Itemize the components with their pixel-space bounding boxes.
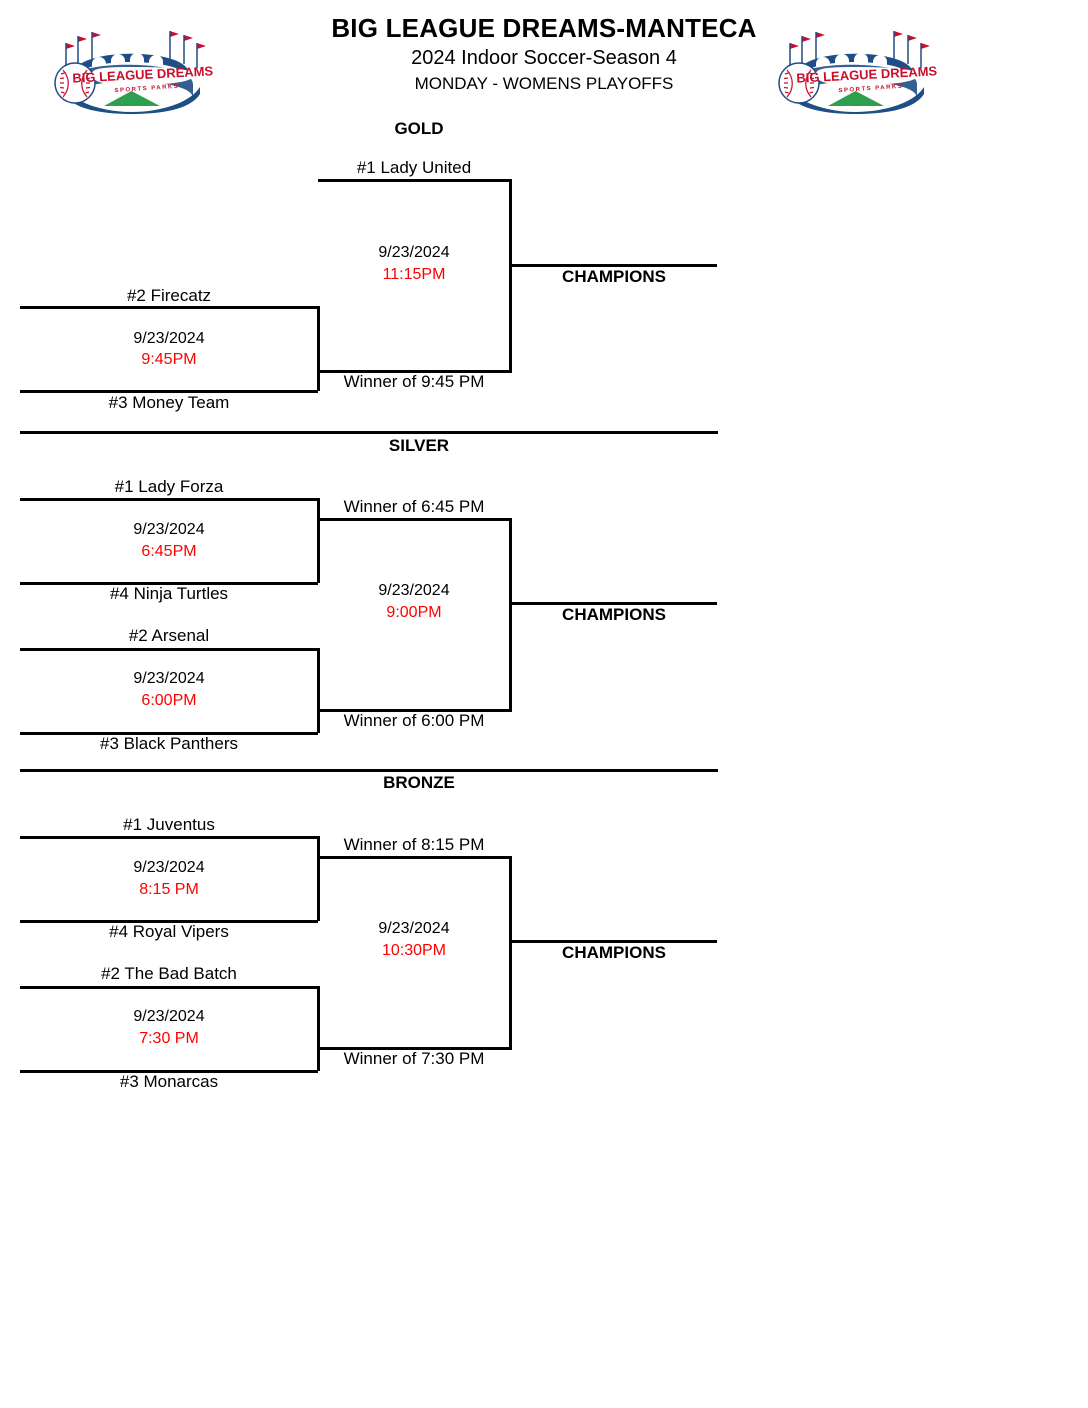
silver-semi-date-2: 9/23/2024 xyxy=(133,670,205,687)
bronze-final-date: 9/23/2024 xyxy=(378,920,450,937)
bronze-final-connector xyxy=(509,856,512,1047)
svg-text:BIG LEAGUE DREAMS: BIG LEAGUE DREAMS xyxy=(72,63,214,85)
silver-semi-connector-1 xyxy=(317,498,320,583)
page-subtitle: 2024 Indoor Soccer-Season 4 xyxy=(411,47,677,70)
silver-final-top-line xyxy=(318,518,512,521)
silver-final-time: 9:00PM xyxy=(386,604,442,621)
gold-final-bottom-team: Winner of 9:45 PM xyxy=(343,372,485,391)
gold-semi-top-team: #2 Firecatz xyxy=(126,286,212,305)
division-label-silver: SILVER xyxy=(388,436,450,455)
page-header: BIG LEAGUE DREAMS-MANTECA 2024 Indoor So… xyxy=(0,13,1088,96)
silver-semi-time-1: 6:45PM xyxy=(141,543,197,560)
bronze-semi-bottom-team-1: #4 Royal Vipers xyxy=(109,922,229,941)
gold-semi-top-line xyxy=(20,306,318,309)
gold-final-top-line xyxy=(318,179,512,182)
bronze-semi-date-1: 9/23/2024 xyxy=(133,859,205,876)
silver-semi-top-team-1: #1 Lady Forza xyxy=(114,477,224,496)
bronze-final-bottom-line xyxy=(318,1047,512,1050)
gold-semi-connector xyxy=(317,306,320,391)
bronze-semi-date-2: 9/23/2024 xyxy=(133,1008,205,1025)
bronze-semi-time-2: 7:30 PM xyxy=(139,1030,199,1047)
silver-champions-label: CHAMPIONS xyxy=(562,605,666,624)
bronze-semi-top-line-1 xyxy=(20,836,318,839)
silver-semi-bottom-line-1 xyxy=(20,582,318,585)
gold-final-bottom-line xyxy=(318,370,512,373)
silver-final-bottom-team: Winner of 6:00 PM xyxy=(343,711,485,730)
svg-text:SPORTS PARKS: SPORTS PARKS xyxy=(838,84,903,95)
bronze-semi-connector-1 xyxy=(317,836,320,921)
silver-final-bottom-line xyxy=(318,709,512,712)
bronze-semi-bottom-line-1 xyxy=(20,920,318,923)
division-label-gold: GOLD xyxy=(394,119,444,138)
big-league-dreams-logo: BIG LEAGUE DREAMS SPORTS PARKS xyxy=(768,28,943,114)
silver-semi-bottom-team-2: #3 Black Panthers xyxy=(100,734,238,753)
bronze-champions-label: CHAMPIONS xyxy=(562,943,666,962)
gold-semi-date: 9/23/2024 xyxy=(133,330,205,347)
bronze-semi-top-team-2: #2 The Bad Batch xyxy=(101,964,237,983)
bronze-final-time: 10:30PM xyxy=(381,942,447,959)
silver-champions-line xyxy=(509,602,717,605)
section-divider-bronze xyxy=(20,769,718,772)
division-label-bronze: BRONZE xyxy=(383,773,455,792)
page-title: BIG LEAGUE DREAMS-MANTECA xyxy=(331,13,757,43)
bronze-semi-time-1: 8:15 PM xyxy=(139,881,199,898)
bronze-final-bottom-team: Winner of 7:30 PM xyxy=(343,1049,485,1068)
gold-semi-bottom-line xyxy=(20,390,318,393)
bronze-semi-connector-2 xyxy=(317,986,320,1071)
silver-semi-bottom-team-1: #4 Ninja Turtles xyxy=(109,584,229,603)
bronze-champions-line xyxy=(509,940,717,943)
silver-final-date: 9/23/2024 xyxy=(378,582,450,599)
silver-semi-date-1: 9/23/2024 xyxy=(133,521,205,538)
big-league-dreams-logo: BIG LEAGUE DREAMS SPORTS PARKS xyxy=(44,28,219,114)
silver-final-connector xyxy=(509,518,512,709)
gold-final-connector xyxy=(509,179,512,370)
bronze-final-top-line xyxy=(318,856,512,859)
bronze-semi-top-line-2 xyxy=(20,986,318,989)
gold-champions-line xyxy=(509,264,717,267)
gold-final-top-team: #1 Lady United xyxy=(356,158,472,177)
bronze-semi-bottom-team-2: #3 Monarcas xyxy=(119,1072,219,1091)
silver-final-top-team: Winner of 6:45 PM xyxy=(343,497,485,516)
silver-semi-top-line-2 xyxy=(20,648,318,651)
silver-semi-bottom-line-2 xyxy=(20,732,318,735)
bronze-final-top-team: Winner of 8:15 PM xyxy=(343,835,485,854)
svg-text:BIG LEAGUE DREAMS: BIG LEAGUE DREAMS xyxy=(796,63,938,85)
gold-final-date: 9/23/2024 xyxy=(378,244,450,261)
page-subtitle-secondary: MONDAY - WOMENS PLAYOFFS xyxy=(414,74,674,94)
gold-final-time: 11:15PM xyxy=(382,266,446,283)
svg-text:SPORTS PARKS: SPORTS PARKS xyxy=(114,84,179,95)
silver-semi-top-team-2: #2 Arsenal xyxy=(128,626,210,645)
gold-semi-time: 9:45PM xyxy=(141,351,197,368)
bronze-semi-bottom-line-2 xyxy=(20,1070,318,1073)
silver-semi-time-2: 6:00PM xyxy=(141,692,197,709)
gold-semi-bottom-team: #3 Money Team xyxy=(108,393,230,412)
bronze-semi-top-team-1: #1 Juventus xyxy=(123,815,215,834)
section-divider-silver xyxy=(20,431,718,434)
silver-semi-top-line-1 xyxy=(20,498,318,501)
gold-champions-label: CHAMPIONS xyxy=(562,267,666,286)
silver-semi-connector-2 xyxy=(317,648,320,733)
